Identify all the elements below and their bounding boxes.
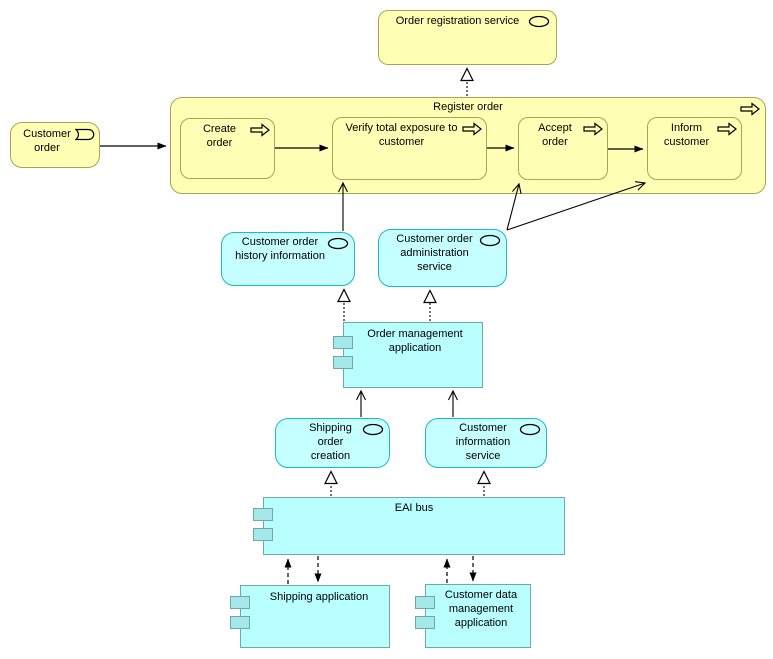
service-oval-icon [362, 423, 384, 441]
service-oval-icon [519, 423, 541, 441]
node-label: Customer order history information [235, 236, 325, 262]
node-label: Inform customer [663, 122, 710, 148]
component-tab [333, 336, 353, 349]
node-label: Customer data management application [444, 589, 518, 629]
node-label: Verify total exposure to customer [345, 122, 458, 148]
node-shipping-application[interactable]: Shipping application [230, 585, 390, 648]
node-label: Shipping application [269, 591, 369, 603]
process-arrow-icon [740, 102, 760, 121]
node-order-management-application[interactable]: Order management application [333, 322, 483, 388]
component-tab [253, 508, 273, 521]
node-label: Order registration service [395, 15, 520, 27]
node-label: Create order [202, 123, 237, 149]
event-icon [74, 128, 95, 146]
node-eai-bus[interactable]: EAI bus [253, 497, 565, 555]
component-tab [230, 596, 250, 609]
node-label: EAI bus [394, 502, 434, 514]
component-tab [415, 596, 435, 609]
node-create-order[interactable]: Create order [180, 118, 275, 179]
component-tab [415, 616, 435, 629]
process-arrow-icon [250, 123, 270, 142]
service-oval-icon [528, 15, 550, 33]
component-tab [253, 528, 273, 541]
node-order-registration-service[interactable]: Order registration service [378, 10, 557, 65]
node-customer-order-history-information[interactable]: Customer order history information [221, 232, 355, 286]
node-accept-order[interactable]: Accept order [518, 117, 608, 180]
node-verify-total-exposure[interactable]: Verify total exposure to customer [332, 117, 487, 180]
node-label: Register order [433, 101, 503, 113]
node-customer-information-service[interactable]: Customer information service [425, 418, 547, 468]
process-arrow-icon [717, 122, 737, 141]
node-label: Customer information service [455, 422, 511, 462]
node-customer-order[interactable]: Customer order [10, 122, 100, 168]
node-customer-data-management-application[interactable]: Customer data management application [415, 584, 531, 648]
node-inform-customer[interactable]: Inform customer [647, 117, 742, 180]
process-arrow-icon [583, 122, 603, 141]
service-oval-icon [479, 234, 501, 252]
node-customer-order-administration-service[interactable]: Customer order administration service [378, 229, 507, 287]
node-label: Customer order administration service [396, 233, 473, 273]
service-oval-icon [327, 237, 349, 255]
component-tab [230, 616, 250, 629]
node-label: Accept order [538, 122, 572, 148]
node-label: Order management application [367, 328, 463, 354]
component-tab [333, 356, 353, 369]
node-shipping-order-creation[interactable]: Shipping order creation [275, 418, 390, 468]
node-label: Customer order [23, 128, 71, 154]
node-label: Shipping order creation [309, 422, 352, 462]
process-arrow-icon [462, 122, 482, 141]
